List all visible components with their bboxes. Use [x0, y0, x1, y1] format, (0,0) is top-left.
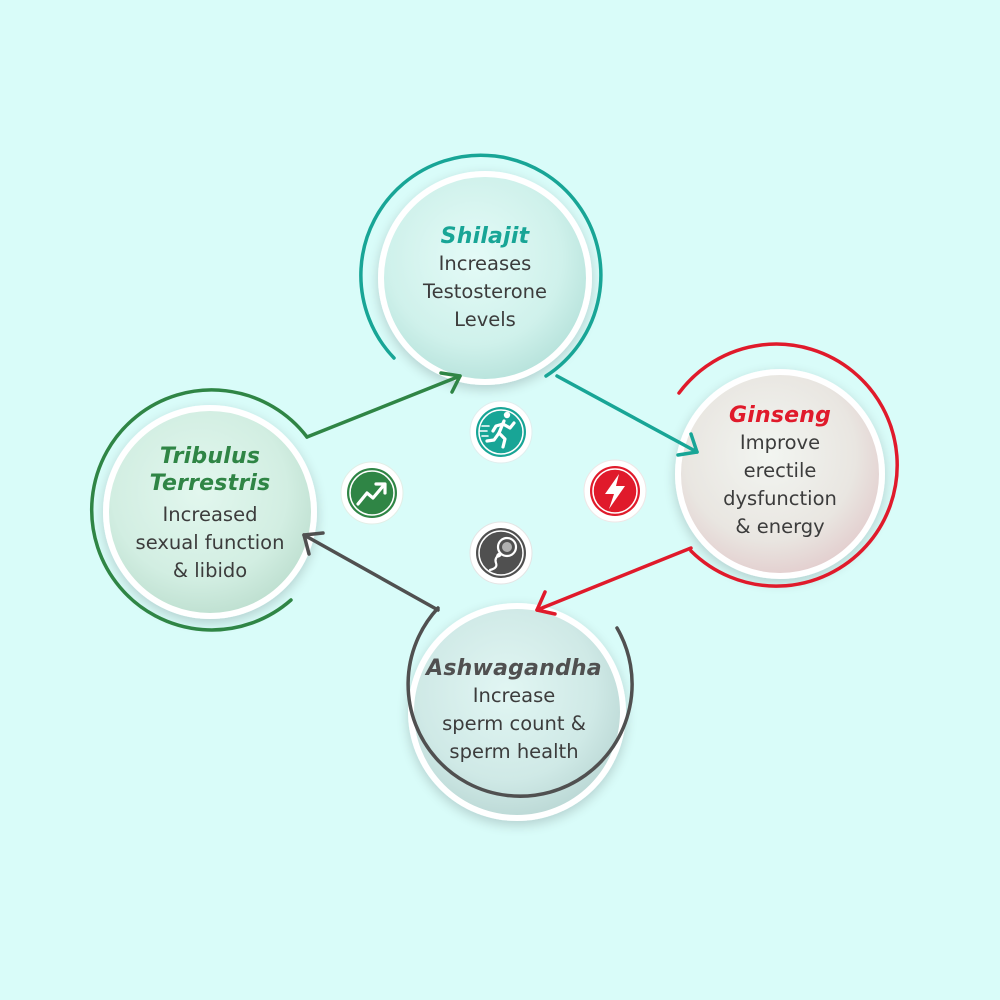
- ashwagandha-node: Ashwagandha Increase sperm count & sperm…: [404, 650, 624, 770]
- lightning-bolt-icon: [583, 459, 647, 523]
- ginseng-node: Ginseng Improve erectile dysfunction & e…: [680, 396, 880, 546]
- tribulus-circle: [103, 405, 317, 619]
- ginseng-description: Improve erectile dysfunction & energy: [723, 430, 837, 538]
- ginseng-circle: [675, 369, 885, 579]
- tribulus-ring-arc: [89, 388, 309, 632]
- shilajit-circle: [378, 171, 592, 385]
- shilajit-node: Shilajit Increases Testosterone Levels: [380, 213, 590, 343]
- arrow-shilajit-to-ginseng: [555, 374, 699, 457]
- trend-up-arrow-icon: [340, 461, 404, 525]
- shilajit-description: Increases Testosterone Levels: [422, 251, 547, 331]
- arrow-ashwagandha-to-tribulus: [302, 531, 440, 612]
- shilajit-title: Shilajit: [440, 223, 530, 249]
- shilajit-ring-arc: [359, 153, 603, 378]
- ashwagandha-ring-arc: [406, 606, 634, 798]
- arrow-ginseng-to-ashwagandha: [535, 546, 693, 616]
- tribulus-node: Tribulus Terrestris Increased sexual fun…: [100, 436, 320, 591]
- ginseng-ring-arc: [677, 342, 899, 588]
- running-man-icon: [469, 400, 533, 464]
- arrow-tribulus-to-shilajit: [305, 371, 462, 439]
- tribulus-description: Increased sexual function & libido: [135, 502, 285, 582]
- tribulus-title: Tribulus Terrestris: [149, 443, 271, 496]
- ashwagandha-description: Increase sperm count & sperm health: [442, 683, 586, 763]
- sperm-egg-icon: [469, 521, 533, 585]
- ashwagandha-title: Ashwagandha: [426, 655, 602, 681]
- ginseng-title: Ginseng: [728, 402, 832, 428]
